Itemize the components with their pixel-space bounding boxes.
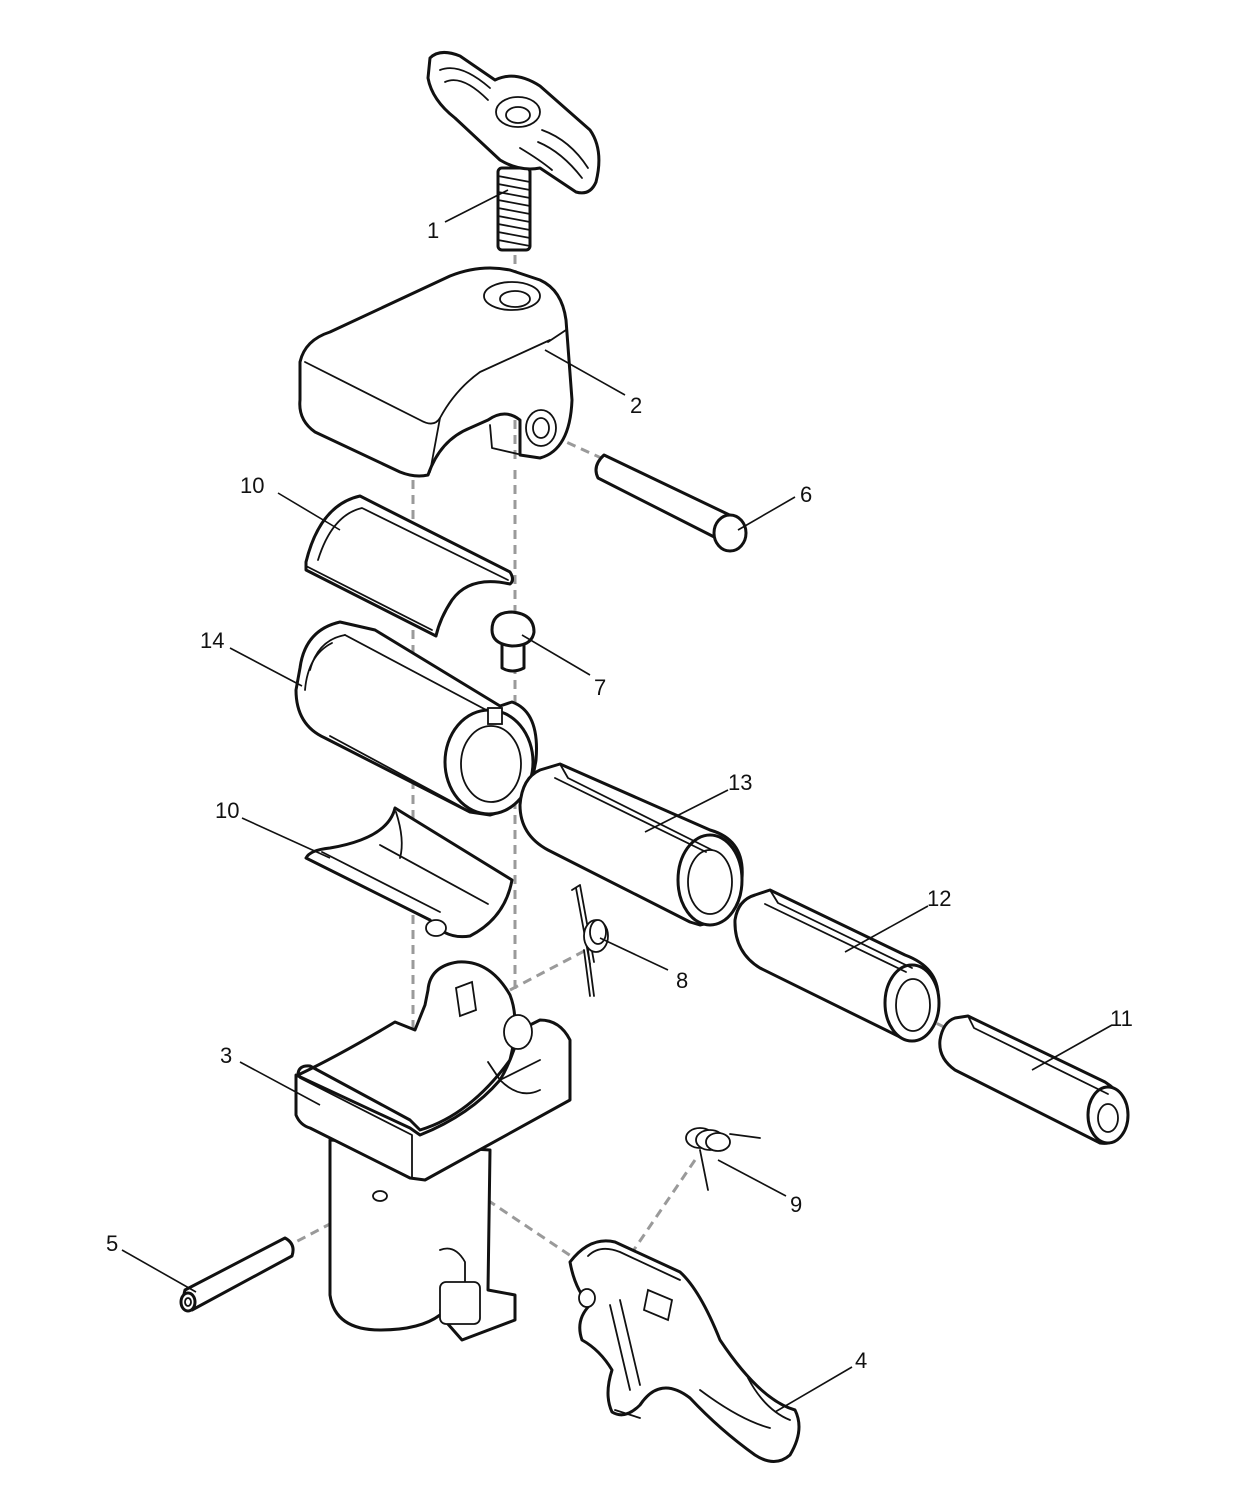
- callout-13: 13: [728, 770, 752, 795]
- callout-14: 14: [200, 628, 224, 653]
- part-3-clamp-base: [294, 960, 572, 1342]
- part-4-latch-lever: [568, 1239, 801, 1463]
- part-5-roll-pin: [179, 1236, 295, 1313]
- part-8-torsion-spring: [571, 884, 609, 997]
- callout-4: 4: [855, 1348, 867, 1373]
- callout-3: 3: [220, 1043, 232, 1068]
- leader-3: [239, 1061, 321, 1106]
- part-10-upper-half-bushing: [304, 494, 514, 638]
- part-1-t-handle-knob: [426, 51, 601, 252]
- leader-8: [599, 937, 669, 971]
- callout-labels: 1 2 3 4 5 6 7 8 9 10 10 11 12 13 14: [106, 218, 1133, 1373]
- leader-7: [521, 634, 591, 676]
- callout-10-upper: 10: [240, 473, 264, 498]
- callout-5: 5: [106, 1231, 118, 1256]
- callout-11: 11: [1110, 1006, 1133, 1031]
- leader-6: [737, 496, 796, 531]
- part-13-sleeve: [518, 762, 744, 927]
- leader-9: [717, 1159, 787, 1197]
- leader-10-lower: [241, 817, 331, 859]
- callout-9: 9: [790, 1192, 802, 1217]
- leader-14: [229, 647, 303, 687]
- leader-4: [774, 1366, 853, 1413]
- leader-11: [1031, 1024, 1113, 1071]
- leader-2: [544, 349, 626, 396]
- callout-8: 8: [676, 968, 688, 993]
- callout-12: 12: [927, 886, 951, 911]
- leader-13: [644, 789, 729, 833]
- part-11-rod: [938, 1014, 1130, 1145]
- leader-12: [844, 905, 929, 953]
- part-7-stud: [490, 610, 536, 673]
- part-9-spring: [685, 1127, 761, 1191]
- part-14-large-sleeve: [294, 620, 538, 817]
- callout-6: 6: [800, 482, 812, 507]
- leader-1: [444, 189, 509, 223]
- part-6-pivot-pin: [594, 453, 748, 553]
- callout-10-lower: 10: [215, 798, 239, 823]
- part-12-sleeve: [733, 888, 941, 1043]
- leader-10-upper: [277, 492, 341, 531]
- leader-lines: [121, 189, 1113, 1413]
- part-10-lower-half-bushing: [304, 806, 514, 939]
- callout-7: 7: [594, 675, 606, 700]
- callout-1: 1: [427, 218, 439, 243]
- part-2-clamp-head: [298, 266, 574, 478]
- leader-5: [121, 1249, 197, 1293]
- callout-2: 2: [630, 393, 642, 418]
